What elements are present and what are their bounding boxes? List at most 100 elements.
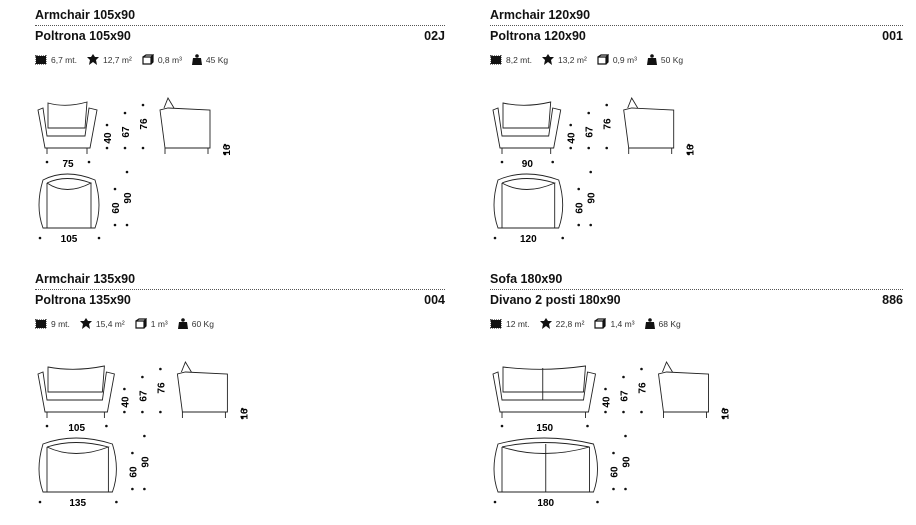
seat-height-label: 40 xyxy=(567,132,578,144)
spec-leather: 12,7 m² xyxy=(102,54,132,65)
dimension-dot xyxy=(551,160,554,164)
total-width-label: 180 xyxy=(537,498,554,509)
dimension-dot xyxy=(569,123,572,127)
dimension-dot xyxy=(587,111,590,115)
dimension-dot xyxy=(38,236,42,240)
dimension-dot xyxy=(141,146,145,150)
arm-height-label: 67 xyxy=(620,390,631,402)
dimension-dot xyxy=(223,143,227,147)
product-title: Armchair 120x90 xyxy=(490,8,591,22)
dimension-dot xyxy=(123,111,127,115)
spec-fabric: 6,7 mt. xyxy=(51,54,77,65)
dimension-dot xyxy=(687,152,690,156)
spec-volume: 1 m³ xyxy=(150,318,168,329)
total-height-label: 76 xyxy=(638,382,649,394)
leg-height-label: 16 xyxy=(686,144,697,156)
product-subtitle: Divano 2 posti 180x90 xyxy=(490,293,621,307)
seat-depth-label: 60 xyxy=(111,202,122,214)
total-width-label: 135 xyxy=(69,498,86,509)
spec-fabric: 9 mt. xyxy=(51,318,70,329)
dimension-dot xyxy=(722,416,725,420)
product-panel: Sofa 180x90 Divano 2 posti 180x90 886 12… xyxy=(490,272,903,522)
dimension-dot xyxy=(687,143,690,147)
arm-height-label: 67 xyxy=(121,126,132,138)
product-title: Sofa 180x90 xyxy=(490,272,563,286)
dimension-dot xyxy=(612,451,615,455)
top-view xyxy=(493,173,564,229)
side-view xyxy=(658,360,709,418)
product-code: 886 xyxy=(882,293,903,307)
side-view xyxy=(176,360,228,418)
dimension-dot xyxy=(113,187,117,191)
spec-leather: 22,8 m² xyxy=(555,318,585,329)
dimension-dot xyxy=(569,146,572,150)
dimension-dot xyxy=(143,434,146,438)
dimension-dot xyxy=(500,424,504,428)
product-code: 001 xyxy=(882,29,903,43)
dimension-dot xyxy=(45,160,49,164)
side-view xyxy=(623,96,675,154)
dimension-dot xyxy=(241,407,244,411)
spec-weight: 45 Kg xyxy=(205,54,229,65)
spec-weight: 50 Kg xyxy=(660,54,684,65)
product-code: 004 xyxy=(424,293,445,307)
spec-row: 9 mt. 15,4 m² 1 m³ 60 Kg xyxy=(35,318,220,329)
dimension-dot xyxy=(141,103,145,107)
seat-depth-label: 60 xyxy=(575,202,586,214)
dimension-dot xyxy=(113,223,117,227)
dimension-dot xyxy=(131,487,134,491)
spec-volume: 1,4 m³ xyxy=(610,318,635,329)
front-width-label: 90 xyxy=(522,159,534,170)
side-view xyxy=(159,96,211,154)
dimension-dot xyxy=(605,146,608,150)
front-width-label: 105 xyxy=(68,423,85,434)
dimension-dot xyxy=(125,223,129,227)
seat-depth-label: 60 xyxy=(128,466,139,478)
volume-cube-icon xyxy=(135,318,147,329)
front-width-label: 150 xyxy=(536,423,553,434)
seat-depth-label: 60 xyxy=(610,466,621,478)
dimension-dot xyxy=(622,410,625,414)
dimension-dot xyxy=(622,375,625,379)
dimension-dot xyxy=(589,223,592,227)
dotted-divider xyxy=(35,25,445,26)
arm-height-label: 67 xyxy=(585,126,596,138)
leather-icon xyxy=(541,54,554,65)
weight-icon xyxy=(644,318,655,329)
fabric-icon xyxy=(490,54,502,65)
spec-weight: 60 Kg xyxy=(191,318,214,329)
dimension-dot xyxy=(141,375,144,379)
dimension-dot xyxy=(87,160,91,164)
leg-height-label: 16 xyxy=(721,408,732,420)
dimension-dot xyxy=(159,410,162,414)
spec-volume: 0,8 m³ xyxy=(157,54,182,65)
total-depth-label: 90 xyxy=(587,192,598,204)
front-width-label: 75 xyxy=(62,159,74,170)
dimension-dot xyxy=(586,424,589,428)
spec-fabric: 8,2 mt. xyxy=(506,54,532,65)
dimension-dot xyxy=(577,223,580,227)
dimension-dot xyxy=(500,160,504,164)
spec-leather: 15,4 m² xyxy=(95,318,125,329)
dotted-divider xyxy=(35,289,445,290)
product-subtitle: Poltrona 105x90 xyxy=(35,29,131,43)
total-depth-label: 90 xyxy=(622,456,633,468)
dimension-dot xyxy=(640,367,643,371)
dimension-dot xyxy=(105,146,109,150)
dimension-dot xyxy=(624,434,627,438)
volume-cube-icon xyxy=(594,318,607,329)
dimension-dot xyxy=(587,146,590,150)
spec-leather: 13,2 m² xyxy=(557,54,587,65)
dimension-dot xyxy=(604,387,607,391)
total-width-label: 120 xyxy=(520,234,537,245)
dimension-dot xyxy=(141,410,144,414)
total-depth-label: 90 xyxy=(123,192,134,204)
total-height-label: 76 xyxy=(139,118,150,130)
dimension-dot xyxy=(241,416,244,420)
product-title: Armchair 105x90 xyxy=(35,8,136,22)
volume-cube-icon xyxy=(597,54,609,65)
spec-row: 6,7 mt. 12,7 m² 0,8 m³ 45 Kg xyxy=(35,54,234,65)
